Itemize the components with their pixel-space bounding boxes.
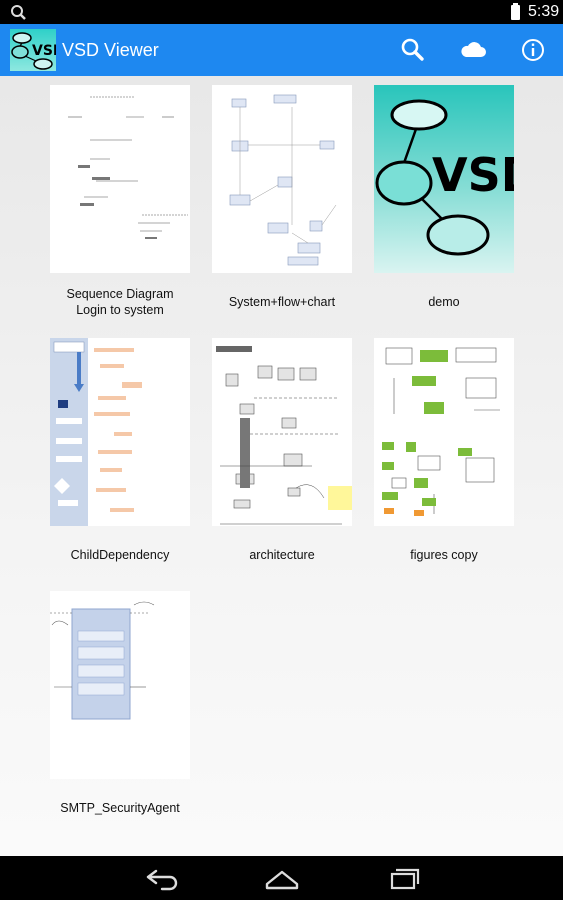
navigation-bar	[0, 856, 563, 900]
home-icon[interactable]	[262, 864, 302, 892]
svg-text:VSD: VSD	[432, 148, 514, 202]
info-icon[interactable]	[519, 36, 547, 64]
file-name: architecture	[249, 548, 315, 562]
app-logo: VSD	[10, 29, 65, 71]
flowchart-preview	[229, 94, 337, 266]
file-thumbnail[interactable]	[50, 591, 190, 779]
file-name: System+flow+chart	[228, 295, 336, 309]
app-bar: VSD VSD Viewer	[0, 24, 563, 76]
file-thumbnail[interactable]	[212, 85, 352, 273]
vsd-logo-preview: VSD	[375, 99, 514, 256]
file-thumbnail[interactable]	[50, 338, 190, 526]
file-thumbnail[interactable]: VSD	[374, 85, 514, 273]
clock: 5:39	[528, 3, 560, 20]
status-bar: 5:39	[0, 0, 563, 24]
cloud-icon[interactable]	[459, 36, 487, 64]
file-name: ChildDependency	[70, 548, 170, 562]
file-name: SMTP_SecurityAgent	[60, 801, 180, 815]
file-thumbnail[interactable]	[50, 85, 190, 273]
back-icon[interactable]	[142, 864, 182, 892]
file-name: Sequence Diagram Login to system	[66, 287, 174, 317]
battery-icon	[511, 3, 520, 20]
notification-icon	[11, 5, 26, 20]
architecture-preview	[216, 346, 352, 525]
app-title: VSD Viewer	[62, 40, 159, 60]
file-thumbnail[interactable]	[374, 338, 514, 526]
search-icon[interactable]	[399, 36, 427, 64]
sequence-diagram-preview	[68, 96, 188, 239]
dependency-diagram-preview	[50, 338, 142, 526]
figures-preview	[382, 347, 500, 516]
file-name: demo	[428, 295, 460, 309]
file-thumbnail[interactable]	[212, 338, 352, 526]
recent-apps-icon[interactable]	[382, 864, 422, 892]
smtp-agent-preview	[50, 601, 155, 720]
file-name: figures copy	[410, 548, 478, 562]
svg-text:VSD: VSD	[32, 43, 56, 59]
